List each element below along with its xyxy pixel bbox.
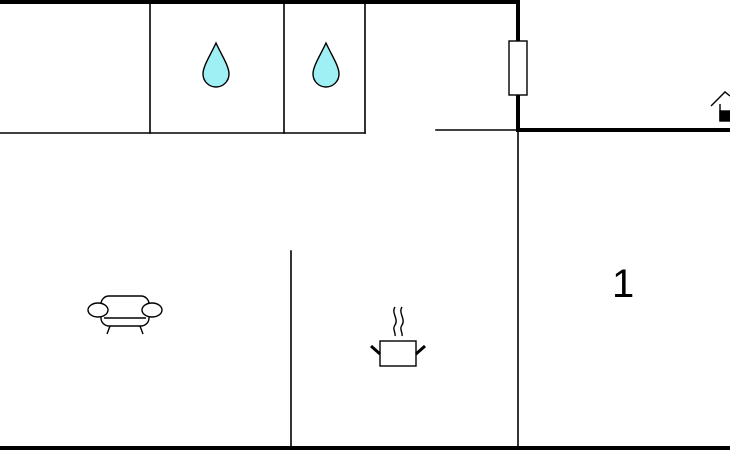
interior-walls	[0, 1, 519, 449]
water-drop-icon	[312, 41, 340, 88]
room-number-label: 1	[612, 262, 635, 306]
sofa-icon	[87, 295, 163, 335]
house-icon	[710, 91, 730, 122]
door-icon	[508, 40, 528, 96]
cooking-pot-icon	[370, 306, 426, 367]
water-drop-icon	[202, 41, 230, 88]
